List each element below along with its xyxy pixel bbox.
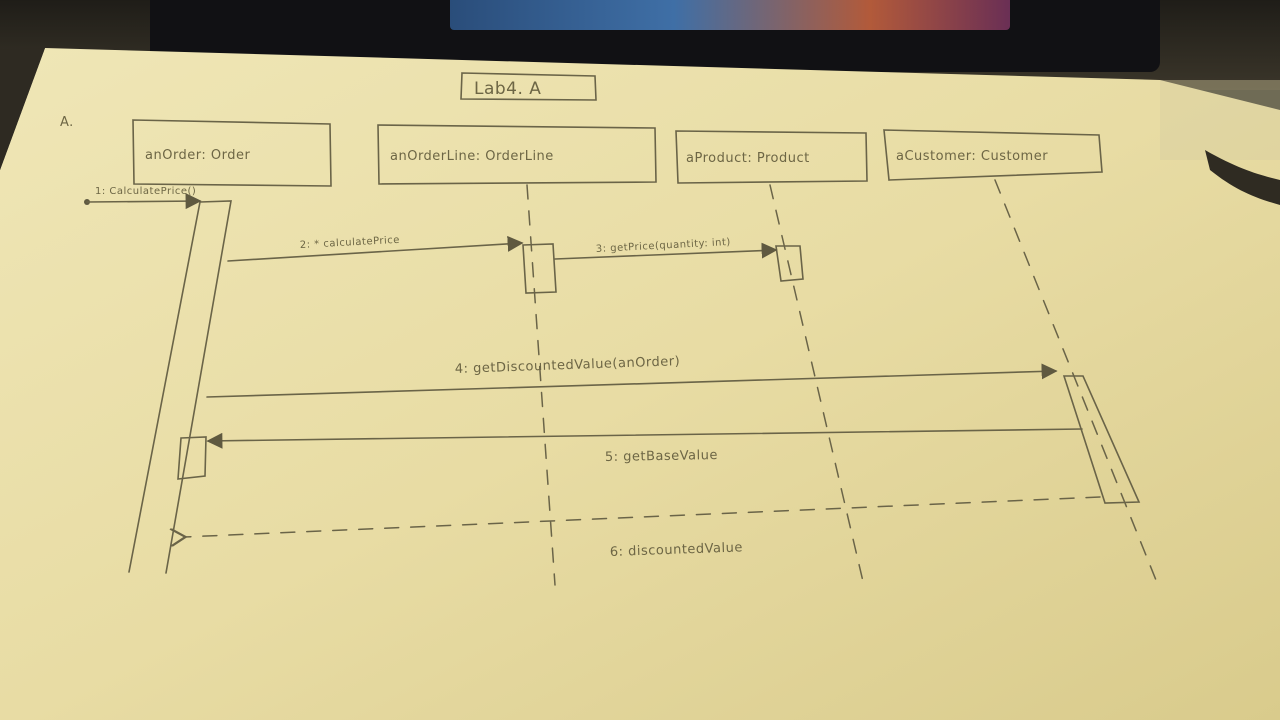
activation-acustomer (1062, 375, 1141, 504)
message-label: 6: discountedValue (610, 540, 743, 560)
message-5: 5: getBaseValue (206, 428, 1083, 465)
message-1: 1: CalculatePrice() (84, 186, 202, 210)
activation-anorderline (522, 243, 557, 294)
lifeline-label: anOrder: Order (145, 148, 251, 163)
lifeline-anorderline: anOrderLine: OrderLine (377, 124, 657, 185)
paper-highlight (1160, 80, 1280, 160)
lifeline-label: aProduct: Product (686, 151, 810, 166)
lifeline-anorder: anOrder: Order (132, 119, 332, 187)
message-6: 6: discountedValue (184, 496, 1101, 560)
cable (1205, 150, 1280, 205)
message-label: 1: CalculatePrice() (95, 186, 196, 197)
lifeline-line-acustomer (994, 179, 1161, 591)
diagram-title: Lab4. A (474, 79, 541, 99)
lifeline-line-aproduct (769, 184, 866, 591)
message-2: 2: * calculatePrice (227, 235, 524, 262)
activation-anorder (128, 200, 232, 574)
message-label: 2: * calculatePrice (300, 235, 401, 251)
lifeline-label: anOrderLine: OrderLine (390, 149, 554, 164)
activation-aproduct (775, 245, 804, 282)
section-label: A. (60, 115, 74, 130)
laptop-screen (450, 0, 1010, 30)
message-label: 5: getBaseValue (605, 448, 718, 465)
title-box: Lab4. A (460, 72, 597, 101)
paper-shadow-left (0, 48, 45, 170)
activation-anorder-nested (177, 436, 207, 480)
lifeline-aproduct: aProduct: Product (675, 130, 868, 184)
lifeline-label: aCustomer: Customer (896, 149, 1048, 164)
lifeline-acustomer: aCustomer: Customer (883, 129, 1103, 181)
